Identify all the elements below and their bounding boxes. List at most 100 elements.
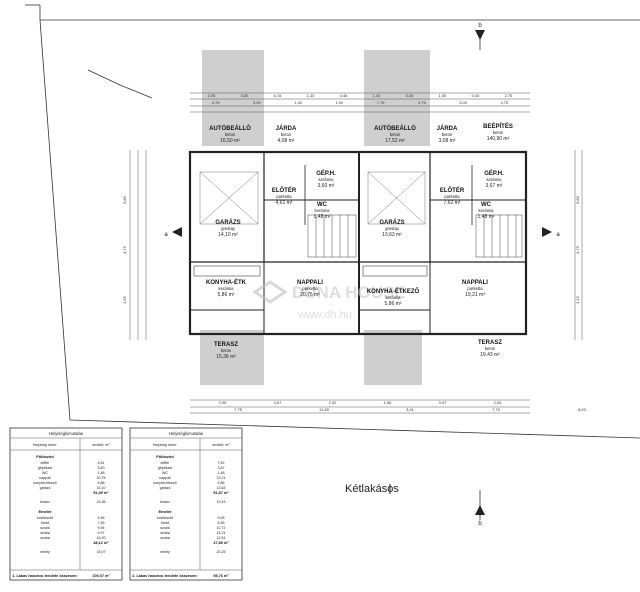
right-terasz-material: beton	[485, 346, 496, 351]
table-row-area: 7,62	[218, 461, 225, 465]
right-geph-material: kerámia	[487, 177, 503, 182]
table-row-area: 16,20	[97, 536, 106, 540]
section-label-right: a	[556, 232, 560, 238]
table-row-name: fürdő	[41, 521, 49, 525]
right-wc-name: WC	[481, 202, 492, 208]
table-row-name: nappali	[39, 476, 51, 480]
table-row-name: szoba	[160, 526, 170, 530]
right-jarda-name: JÁRDA	[437, 125, 458, 132]
right-geph-name: GÉP.H.	[484, 169, 504, 177]
table-row-name: garázs	[160, 486, 171, 490]
table-row-area: 14,21	[217, 531, 226, 535]
table-row-area: 6,55	[218, 521, 225, 525]
left-autobeallo-material: beton	[225, 132, 236, 137]
table-frame	[9, 427, 123, 581]
table-row-area: 9,94	[98, 526, 105, 530]
left-autobeallo-area: 16,50 m²	[220, 138, 240, 144]
table-floor2: Emelet	[38, 509, 52, 514]
dimension-bottom-2: 8,03	[578, 407, 587, 412]
table-total: 100,07 m²	[92, 574, 110, 578]
right-geph-area: 3,67 m²	[486, 183, 503, 189]
table-row-area: 7,45	[98, 521, 105, 525]
left-garazs-material: greslap	[221, 226, 235, 231]
table-title: Helyiségkimutatás	[169, 431, 203, 436]
left-garazs-name: GARÁZS	[215, 219, 240, 226]
section-arrow-top	[475, 30, 485, 40]
table-row-area: 14,10	[97, 486, 106, 490]
table-floor1: Földszint	[36, 454, 54, 459]
right-jarda-area: 3,08 m²	[439, 138, 456, 144]
dimension-bottom-2: 3,91	[406, 407, 415, 412]
table-row-area: 12,51	[217, 536, 226, 540]
table-row-name: fürdő	[161, 521, 169, 525]
right-beepites-name: BEÉPÍTÉS	[483, 122, 513, 130]
table-frame	[129, 427, 243, 581]
table-row-name: közlekedő	[37, 516, 53, 520]
right-nappali-material: parketta	[467, 286, 483, 291]
left-jarda-material: beton	[281, 132, 292, 137]
table-erkely-area: 15,07	[97, 550, 106, 554]
section-arrow-bottom	[475, 505, 485, 515]
right-wc-material: kerámia	[479, 208, 495, 213]
right-garazs-material: greslap	[385, 226, 399, 231]
plan-title: Kétlakásos	[345, 483, 399, 495]
left-geph-name: GÉP.H.	[316, 169, 336, 177]
watermark-brand: DUNA HOUSE	[292, 283, 406, 302]
table-floor2: Emelet	[158, 509, 172, 514]
left-konyha-name: KONYHA-ÉTK	[206, 278, 247, 286]
table-row-area: 3,67	[218, 466, 225, 470]
table-row-area: 4,61	[98, 461, 105, 465]
dimension-side-right: 9,80	[575, 195, 580, 204]
table-row-area: 3,60	[98, 466, 105, 470]
dimension-top-1: 1,05	[439, 93, 448, 98]
left-wc-material: kerámia	[315, 208, 331, 213]
table-title: Helyiségkimutatás	[49, 431, 83, 436]
left-jarda-name: JÁRDA	[276, 125, 297, 132]
dimension-top-2: 3,00	[459, 100, 468, 105]
left-terasz-name: TERASZ	[214, 342, 238, 348]
dimension-top-2: 4,75	[418, 100, 427, 105]
table-row-name: WC	[162, 471, 168, 475]
table-sum1: 51,87 m²	[213, 491, 229, 495]
table-erkely-area: 20,25	[217, 550, 226, 554]
watermark-url: www.dh.hu	[297, 309, 352, 321]
watermark: DUNA HOUSE www.dh.hu	[252, 280, 406, 321]
left-nappali-area: 20,75 m²	[300, 292, 320, 298]
right-nappali-name: NAPPALI	[462, 280, 488, 286]
building-walls	[188, 150, 528, 336]
left-geph-material: kerámia	[319, 177, 335, 182]
section-label-top: b	[478, 23, 482, 29]
right-beepites-material: beton	[493, 130, 504, 135]
table-row-name: garázs	[40, 486, 51, 490]
right-garazs-name: GARÁZS	[379, 219, 404, 226]
dimension-top-1: 0,40	[406, 93, 415, 98]
table-total-label: 1. Lakás hasznos területe összesen:	[12, 574, 77, 578]
table-terrace-area: 15,36	[97, 500, 106, 504]
right-wc-area: 1,48 m²	[478, 214, 495, 220]
right-autobeallo-area: 17,52 m²	[385, 138, 405, 144]
dimension-lines-top	[129, 92, 583, 414]
table-sum1: 51,99 m²	[93, 491, 109, 495]
dimension-side-right: 4,75	[575, 245, 580, 254]
right-jarda-material: beton	[442, 132, 453, 137]
table-row-name: szoba	[40, 536, 50, 540]
table-row-area: 10,72	[217, 526, 226, 530]
dimension-top-1: 2,05	[208, 93, 217, 98]
table-row-name: szoba	[160, 536, 170, 540]
left-autobeallo-name: AUTÓBEÁLLÓ	[209, 124, 251, 132]
table-row-area: 1,48	[218, 471, 225, 475]
dimension-side-right: 3,15	[575, 295, 580, 304]
table-row-area: 5,86	[98, 481, 105, 485]
table-row-area: 13,63	[217, 486, 226, 490]
dimension-top-1: 4,46	[340, 93, 349, 98]
section-arrow-left	[172, 227, 182, 237]
left-garazs-area: 14,10 m²	[218, 232, 238, 238]
garage-cross-marks	[199, 171, 426, 225]
dimension-top-2: 7,75	[377, 100, 386, 105]
right-autobeallo-name: AUTÓBEÁLLÓ	[374, 124, 416, 132]
